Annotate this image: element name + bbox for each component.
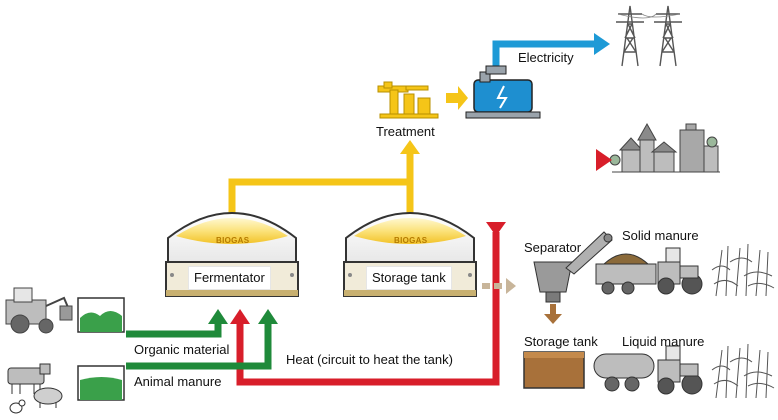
- heat-arrow-to-village-head: [596, 149, 612, 171]
- organic-material-arrow-head: [208, 309, 228, 324]
- electricity-arrow: [492, 40, 596, 70]
- heat-circuit-arrow-head: [230, 309, 250, 324]
- village-icon: [609, 122, 720, 173]
- animal-manure-flow: [126, 322, 272, 370]
- biogas-label-left: BIOGAS: [216, 236, 250, 245]
- solid-manure-label: Solid manure: [622, 228, 699, 243]
- separator-icon: [533, 231, 613, 303]
- animal-manure-label: Animal manure: [134, 374, 222, 389]
- biogas-arrow-to-treatment: [400, 140, 420, 154]
- solid-manure-tractor-icon: [595, 247, 703, 295]
- corn-field-top-icon: [711, 243, 775, 297]
- biogas-arrow-to-generator: [446, 86, 468, 110]
- tractor-loader-icon: [5, 287, 73, 334]
- liquid-manure-label: Liquid manure: [622, 334, 705, 349]
- chicken-icon: [9, 399, 26, 414]
- biogas-label-right: BIOGAS: [394, 236, 428, 245]
- power-pylons-icon: [616, 5, 682, 67]
- separator-label: Separator: [524, 240, 582, 255]
- treatment-label: Treatment: [376, 124, 435, 139]
- electricity-arrow-head: [594, 33, 610, 55]
- organic-material-label: Organic material: [134, 342, 230, 357]
- corn-field-bottom-icon: [711, 343, 775, 399]
- organic-material-bin-icon: [77, 297, 125, 333]
- heat-circuit-pipe: [236, 232, 500, 386]
- electricity-label: Electricity: [518, 50, 574, 65]
- storage-tank-bottom-label: Storage tank: [524, 334, 598, 349]
- liquid-arrow-down: [544, 304, 562, 324]
- heat-label: Heat (circuit to heat the tank): [286, 352, 453, 367]
- heat-vertical-arrow-head: [486, 222, 506, 236]
- storage-tank-top-label: Storage tank: [366, 266, 452, 290]
- treatment-unit-icon: [377, 81, 439, 119]
- animal-manure-arrow-head: [258, 309, 278, 324]
- fermentator-label: Fermentator: [188, 266, 271, 290]
- digestate-arrow: [482, 278, 516, 294]
- generator-icon: [465, 65, 541, 119]
- biogas-flow-pipe: [228, 150, 414, 216]
- storage-tank-bottom: [523, 351, 585, 389]
- animal-manure-bin-icon: [77, 365, 125, 401]
- liquid-manure-tanker-icon: [593, 345, 703, 395]
- organic-material-flow: [126, 322, 222, 338]
- cow-icon: [7, 363, 51, 394]
- pig-icon: [33, 387, 63, 408]
